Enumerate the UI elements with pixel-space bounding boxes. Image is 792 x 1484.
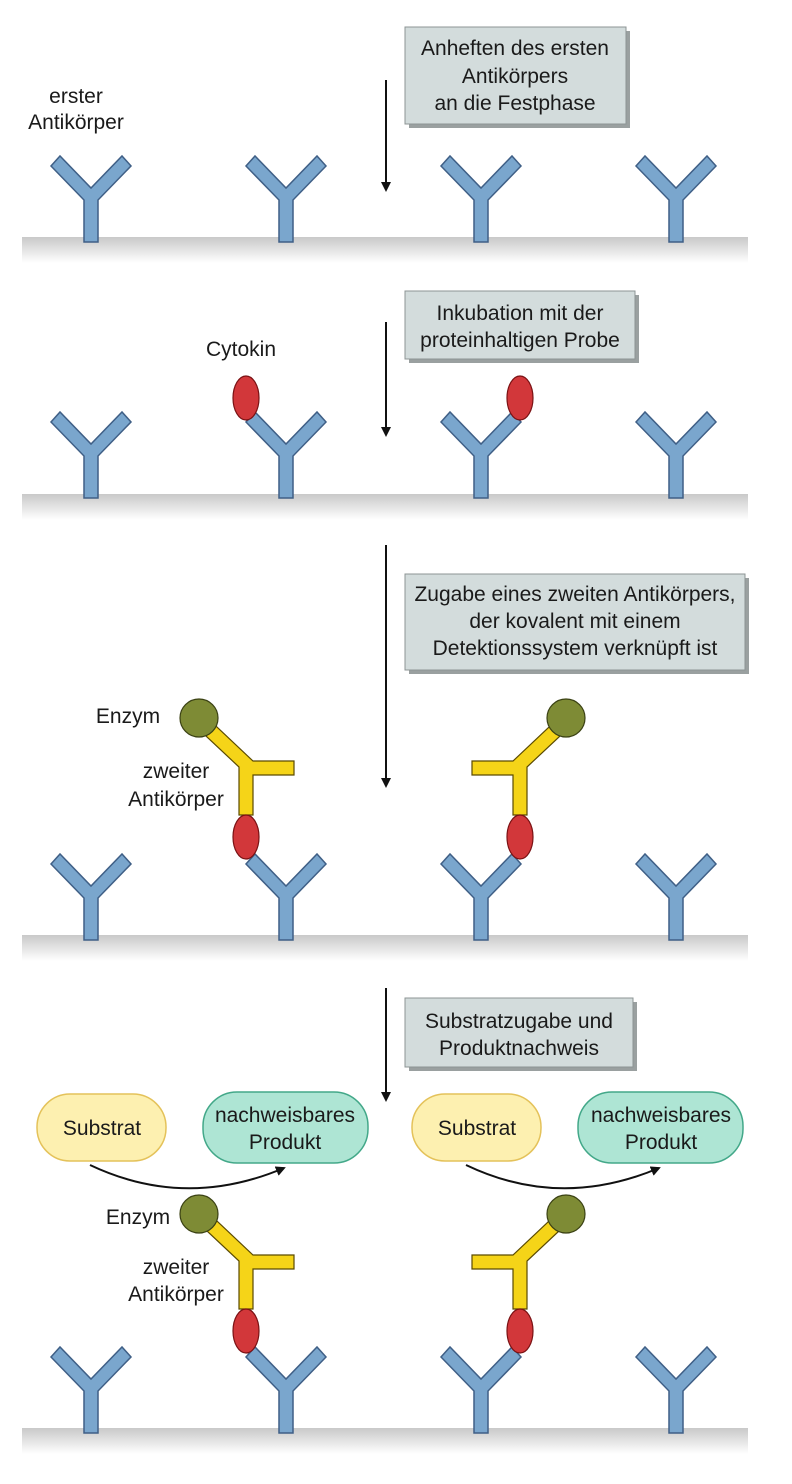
product-label: nachweisbares: [591, 1104, 731, 1127]
step-text: Antikörpers: [462, 65, 568, 88]
first-antibody-label: Antikörper: [28, 111, 124, 134]
capture-antibody: [439, 852, 523, 941]
capture-antibody: [244, 1345, 328, 1434]
step-box: Anheften des ersten Antikörpers an die F…: [404, 26, 630, 128]
step-box: Inkubation mit der proteinhaltigen Probe: [404, 290, 639, 363]
antibody-shape: [244, 410, 328, 499]
reaction-arrow: [465, 1164, 661, 1190]
product-pill: [577, 1091, 744, 1164]
substrate-pill: [411, 1093, 542, 1162]
capture-antibody: [634, 852, 718, 941]
capture-antibody: [49, 1345, 133, 1434]
antibody-shape: [439, 1345, 523, 1434]
product-label: Produkt: [249, 1131, 322, 1154]
panel-4: Substratzugabe und Produktnachweis Subst…: [22, 988, 748, 1454]
product-pill: [202, 1091, 369, 1164]
step-box: Zugabe eines zweiten Antikörpers, der ko…: [404, 573, 749, 674]
enzyme: [546, 1194, 586, 1234]
cytokine: [506, 1308, 534, 1354]
cytokine: [506, 375, 534, 421]
antibody-shape: [439, 154, 523, 243]
enzyme-label: Enzym: [106, 1206, 170, 1229]
cytokine: [232, 814, 260, 860]
solid-phase-surface: [22, 1428, 748, 1454]
substrate-label: Substrat: [438, 1117, 516, 1140]
antibody-shape: [634, 154, 718, 243]
solid-phase-surface: [22, 494, 748, 520]
cytokine: [232, 375, 260, 421]
step-text: Produktnachweis: [439, 1037, 599, 1060]
step-text: an die Festphase: [434, 92, 595, 115]
detection-antibody: [190, 1205, 295, 1310]
step-box: Substratzugabe und Produktnachweis: [404, 997, 637, 1071]
antibody-shape: [49, 410, 133, 499]
detection-antibody: [471, 711, 576, 816]
capture-antibody: [244, 154, 328, 243]
step-text: proteinhaltigen Probe: [420, 329, 620, 352]
capture-antibody: [49, 852, 133, 941]
capture-antibody: [49, 154, 133, 243]
solid-phase-surface: [22, 935, 748, 961]
second-antibody-label: zweiter: [143, 1256, 210, 1279]
enzyme: [546, 698, 586, 738]
panel-3: Zugabe eines zweiten Antikörpers, der ko…: [22, 545, 749, 961]
cytokine: [232, 1308, 260, 1354]
capture-antibody: [244, 410, 328, 499]
antibody-shape: [244, 154, 328, 243]
substrate-pill: [36, 1093, 167, 1162]
cytokine: [506, 814, 534, 860]
second-antibody-label: zweiter: [143, 760, 210, 783]
reaction-arrow: [89, 1164, 286, 1190]
panel-2: Inkubation mit der proteinhaltigen Probe…: [22, 290, 748, 520]
antibody-shape: [190, 711, 295, 816]
antibody-shape: [471, 711, 576, 816]
product-label: Produkt: [625, 1131, 698, 1154]
step-text: der kovalent mit einem: [469, 610, 680, 633]
enzyme-label: Enzym: [96, 705, 160, 728]
step-text: Zugabe eines zweiten Antikörpers,: [414, 583, 735, 606]
step-text: Substratzugabe und: [425, 1010, 613, 1033]
step-text: Inkubation mit der: [437, 302, 604, 325]
step-text: Anheften des ersten: [421, 37, 609, 60]
step-text: Detektionssystem verknüpft ist: [433, 637, 718, 660]
enzyme: [179, 698, 219, 738]
capture-antibody: [49, 410, 133, 499]
antibody-shape: [49, 154, 133, 243]
detection-antibody: [471, 1205, 576, 1310]
antibody-shape: [471, 1205, 576, 1310]
antibody-shape: [49, 852, 133, 941]
antibody-shape: [49, 1345, 133, 1434]
antibody-shape: [190, 1205, 295, 1310]
panel-1: Anheften des ersten Antikörpers an die F…: [22, 26, 748, 263]
capture-antibody: [244, 852, 328, 941]
second-antibody-label: Antikörper: [128, 1283, 224, 1306]
first-antibody-label: erster: [49, 85, 103, 108]
antibody-shape: [634, 852, 718, 941]
antibody-shape: [439, 410, 523, 499]
second-antibody-label: Antikörper: [128, 788, 224, 811]
enzyme: [179, 1194, 219, 1234]
cytokine-label: Cytokin: [206, 338, 276, 361]
substrate-label: Substrat: [63, 1117, 141, 1140]
capture-antibody: [634, 410, 718, 499]
antibody-shape: [634, 1345, 718, 1434]
antibody-shape: [244, 1345, 328, 1434]
antibody-shape: [634, 410, 718, 499]
antibody-shape: [439, 852, 523, 941]
capture-antibody: [439, 154, 523, 243]
capture-antibody: [634, 154, 718, 243]
capture-antibody: [439, 410, 523, 499]
capture-antibody: [439, 1345, 523, 1434]
detection-antibody: [190, 711, 295, 816]
product-label: nachweisbares: [215, 1104, 355, 1127]
antibody-shape: [244, 852, 328, 941]
capture-antibody: [634, 1345, 718, 1434]
solid-phase-surface: [22, 237, 748, 263]
